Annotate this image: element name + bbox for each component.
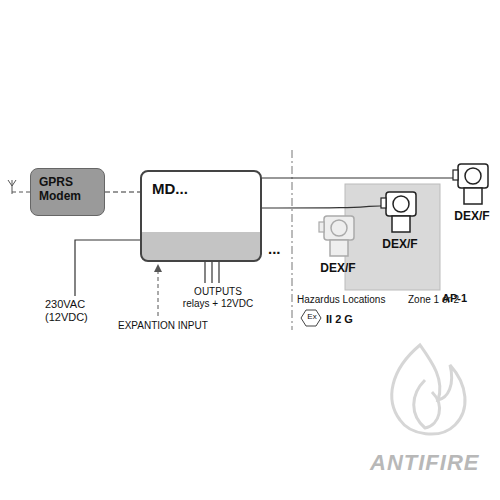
detector-icon <box>450 162 494 206</box>
ex-symbol <box>301 310 321 326</box>
category-label: II 2 G <box>326 313 353 326</box>
ap1-housing <box>345 184 440 290</box>
box-title: MD... <box>152 180 250 197</box>
detector-label: DEX/F <box>444 209 500 223</box>
detector-node: DEX/F <box>444 162 500 236</box>
expansion-arrow <box>154 264 162 316</box>
detector-node: DEX/F <box>308 214 368 288</box>
more-marker: ... <box>268 240 281 258</box>
ex-mark: Ex <box>304 312 320 322</box>
antenna-symbol <box>8 180 30 194</box>
detector-label: DEX/F <box>308 261 368 275</box>
power-wire <box>75 240 140 296</box>
controller-box: MD... <box>140 170 262 262</box>
box-title: GPRS Modem <box>39 175 96 204</box>
zone-label: Zone 1 or 2 <box>408 294 459 306</box>
outputs-label: OUTPUTS relays + 12VDC <box>180 286 256 310</box>
zone-label: Hazardus Locations <box>297 294 385 306</box>
modem-box: GPRS Modem <box>30 168 105 216</box>
connector-wire <box>262 177 454 178</box>
detector-label: DEX/F <box>369 237 431 251</box>
power-label: 230VAC (12VDC) <box>45 298 103 324</box>
housing-box: AP-1DEX/F <box>345 184 440 290</box>
detector-node: DEX/F <box>369 190 431 264</box>
input-label: EXPANTION INPUT <box>118 320 208 332</box>
output-wires <box>205 262 219 283</box>
connector-wire <box>105 191 140 192</box>
watermark-flame <box>392 345 465 434</box>
zone-boundary <box>292 150 293 330</box>
detector-icon <box>378 190 422 234</box>
connector-wire <box>262 206 382 208</box>
watermark: ANTIFIRE <box>370 450 479 476</box>
detector-icon <box>316 214 360 258</box>
